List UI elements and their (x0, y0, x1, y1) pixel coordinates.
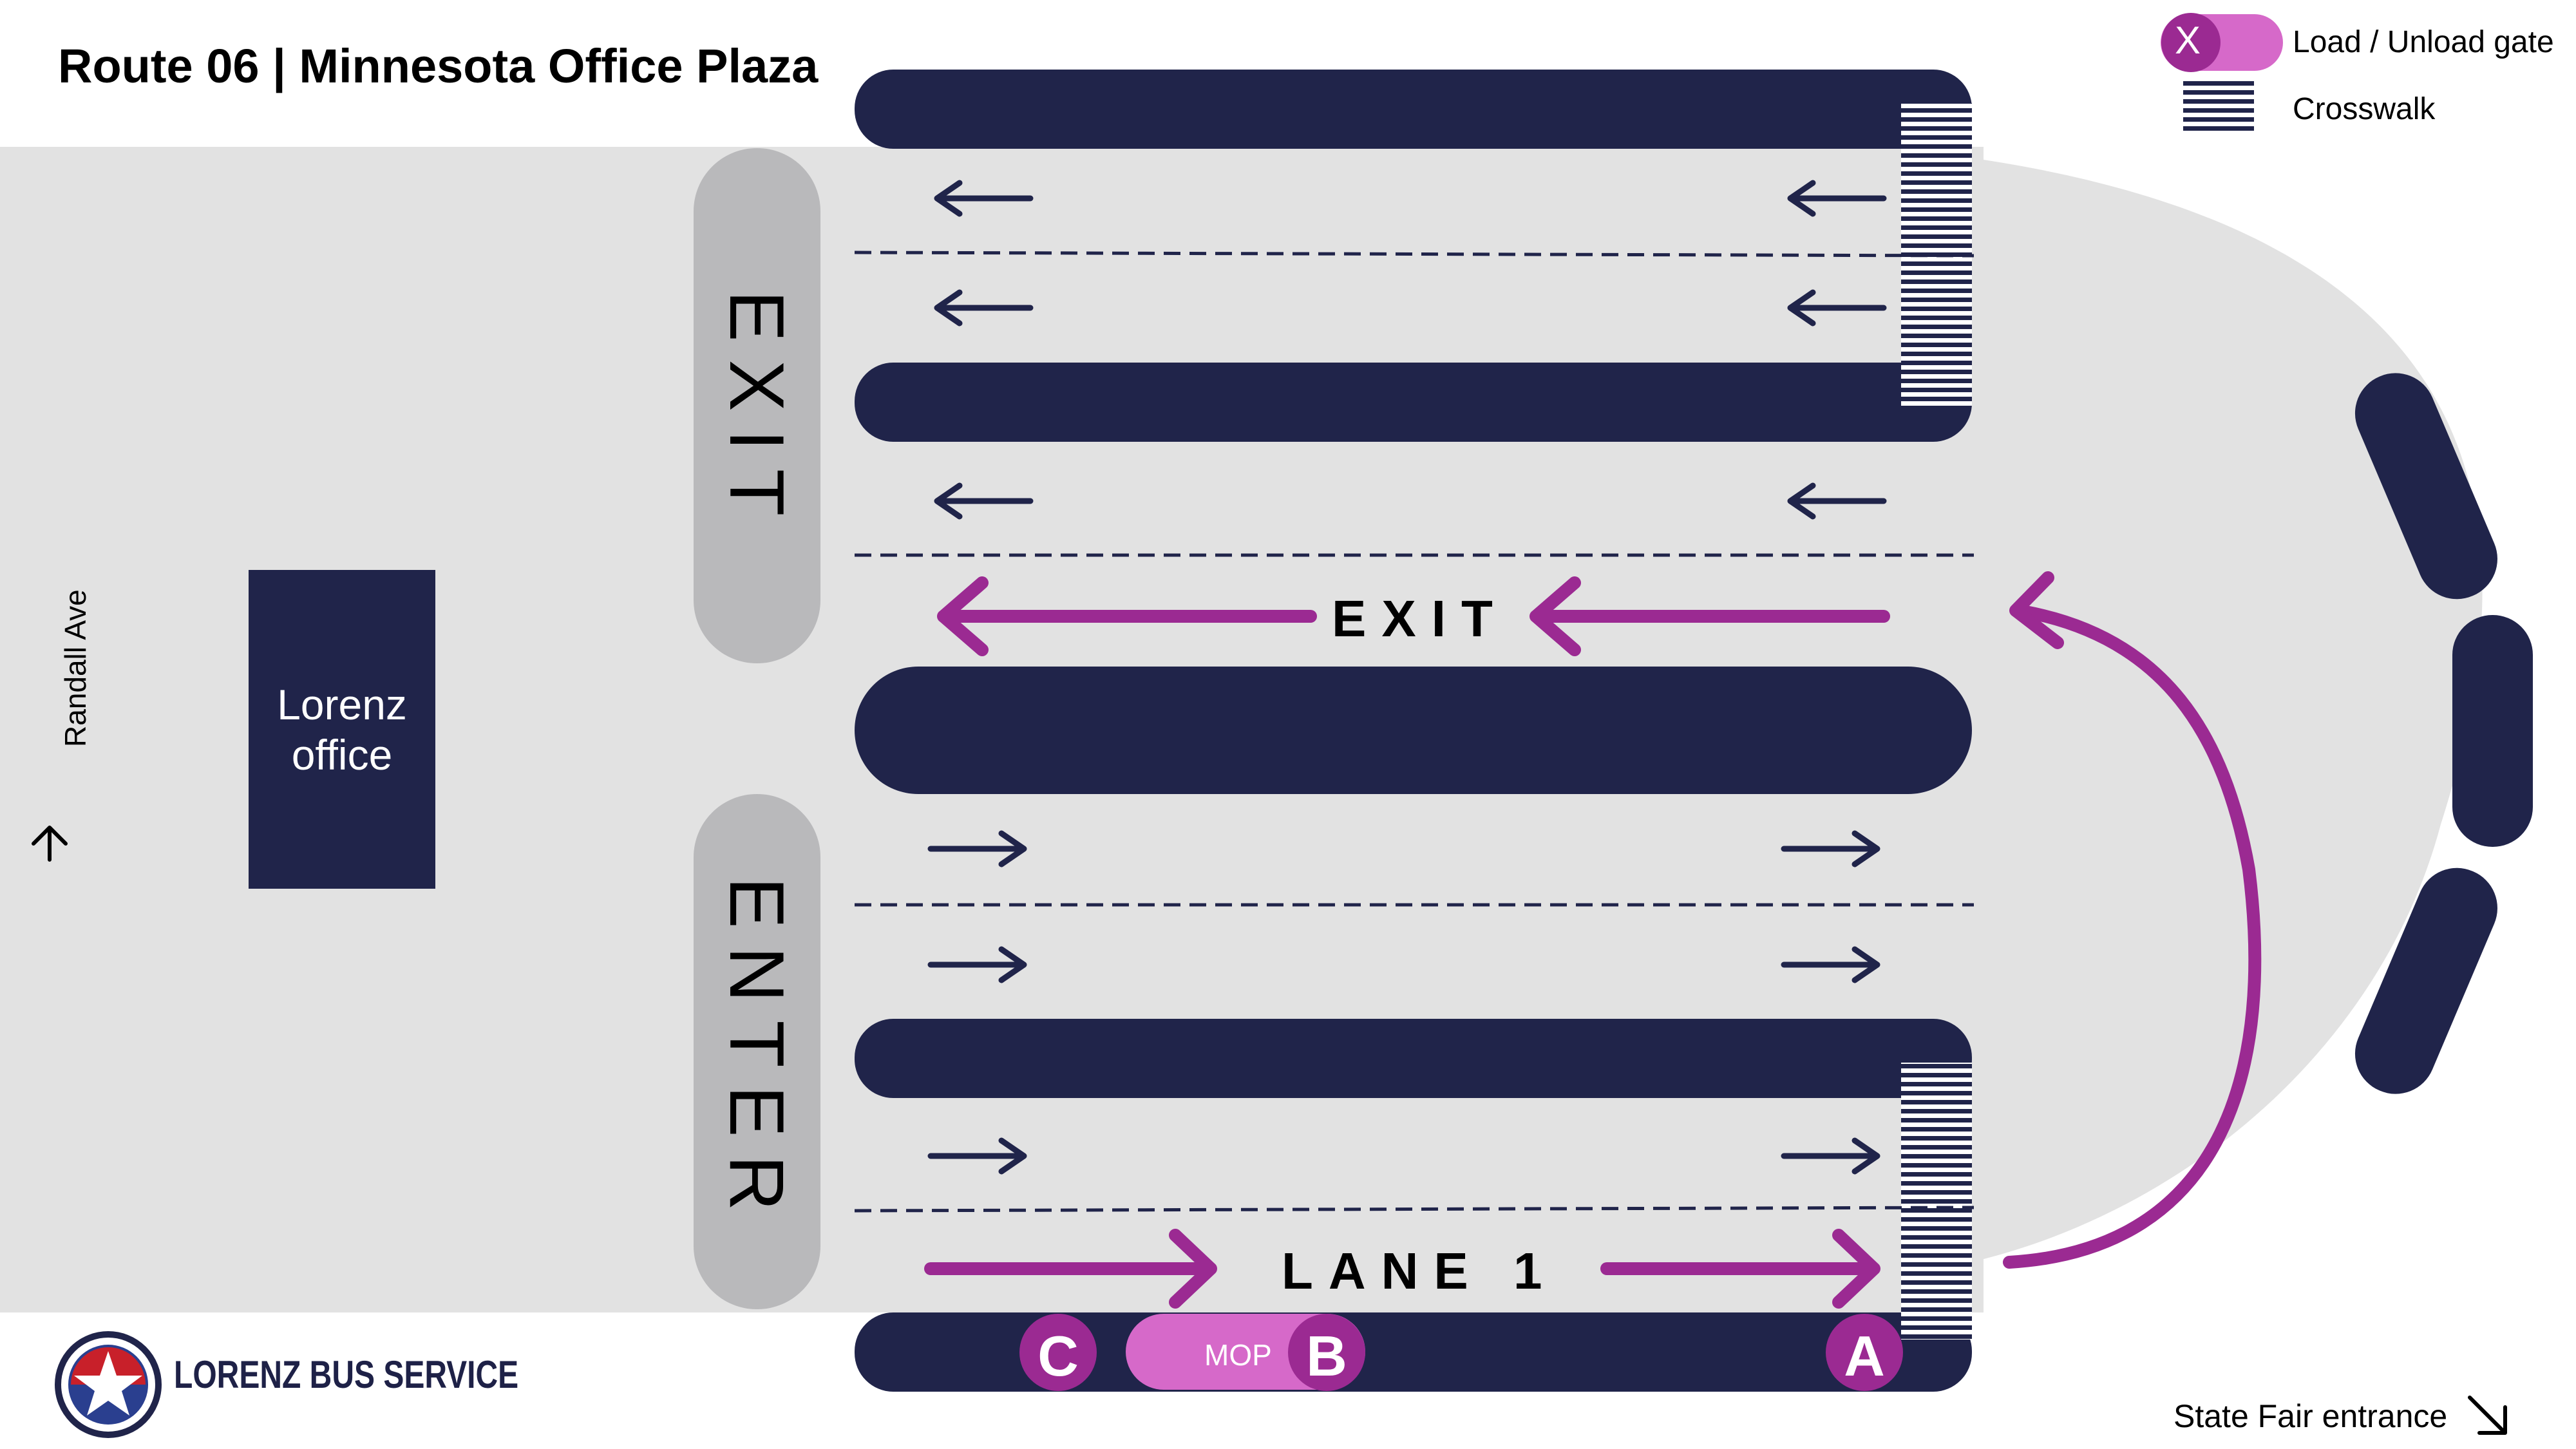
lane1-label: LANE 1 (1282, 1242, 1558, 1300)
lane-arrow-left (934, 180, 1034, 217)
lane-divider (854, 1206, 1975, 1213)
exit-island-label: EXIT (714, 290, 800, 535)
gate-b-marker[interactable] (1288, 1314, 1365, 1391)
office-label-line2: office (291, 731, 393, 779)
platform-2 (855, 363, 1972, 442)
lane-arrow-left (934, 482, 1034, 520)
shelter-middle (2452, 615, 2533, 847)
turnaround-arrow (2003, 605, 2262, 1269)
state-fair-label: State Fair entrance (2174, 1398, 2448, 1434)
lane-arrow-right (927, 946, 1027, 983)
shelter-top (2354, 373, 2497, 600)
platform-4 (855, 1019, 1972, 1098)
state-fair-arrow-icon (2468, 1396, 2507, 1435)
gate-a-marker[interactable] (1826, 1314, 1903, 1391)
lane-arrow-left (1787, 482, 1887, 520)
lorenz-office (249, 570, 435, 889)
gate-a-label: A (1844, 1324, 1885, 1388)
exit-island (694, 148, 820, 663)
lane-arrow-right (1781, 1137, 1880, 1175)
lane-arrow-left (1787, 180, 1887, 217)
turnaround-area (1971, 158, 2483, 1262)
crosswalk-bottom (1901, 1063, 1972, 1340)
office-label-line1: Lorenz (277, 681, 407, 728)
lane1-flow-arrow (924, 1229, 1217, 1309)
exit-lane-label: EXIT (1332, 590, 1508, 647)
shelter-bottom (2354, 867, 2497, 1094)
enter-island (694, 794, 820, 1309)
legend-gate-label: Load / Unload gate (2293, 25, 2554, 59)
legend-crosswalk-label: Crosswalk (2293, 92, 2436, 126)
legend-gate-marker-text: X (2175, 19, 2201, 62)
lane-divider (854, 251, 1975, 258)
lane-arrow-right (927, 830, 1027, 867)
gate-c-marker[interactable] (1019, 1314, 1097, 1391)
legend-crosswalk (2183, 79, 2254, 135)
platform-3 (855, 667, 1972, 794)
lane-arrow-right (1781, 946, 1880, 983)
exit-flow-arrow (1530, 576, 1890, 656)
mop-label: MOP (1204, 1338, 1272, 1372)
lane-arrow-left (1787, 289, 1887, 327)
lane-arrow-right (927, 1137, 1027, 1175)
lane1-flow-arrow (1600, 1229, 1880, 1309)
exit-flow-arrow (937, 576, 1317, 656)
page-title: Route 06 | Minnesota Office Plaza (58, 39, 819, 93)
turnaround-arrowhead (2009, 571, 2064, 649)
lorenz-logo-icon (55, 1331, 162, 1438)
lane-arrow-right (1781, 830, 1880, 867)
office-label: Lorenz office (249, 679, 435, 780)
legend-gate-circle (2161, 13, 2221, 72)
gate-c-label: C (1037, 1324, 1079, 1388)
randall-ave-arrow-icon (32, 826, 68, 862)
gate-b-label: B (1306, 1324, 1347, 1388)
lane-arrow-left (934, 289, 1034, 327)
randall-ave-label: Randall Ave (59, 589, 92, 747)
platform-1 (855, 70, 1972, 149)
enter-island-label: ENTER (714, 876, 800, 1229)
brand-name: LORENZ BUS SERVICE (174, 1353, 519, 1396)
